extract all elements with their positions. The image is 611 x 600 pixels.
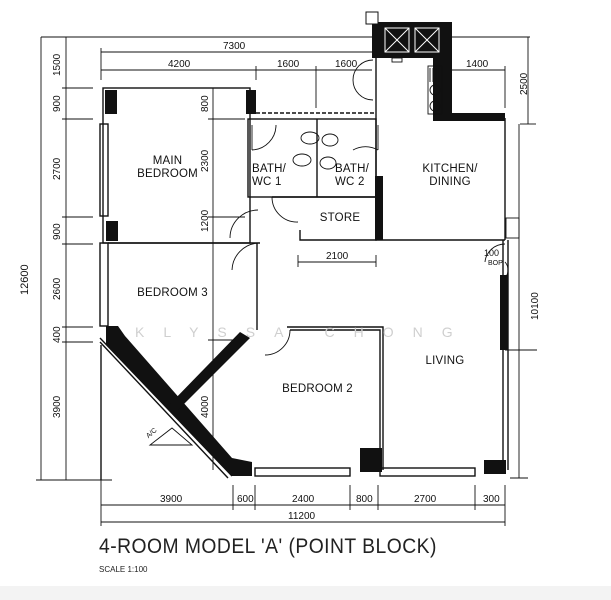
- dim-kitchen-right: 1400: [466, 59, 489, 70]
- plan-title: 4-ROOM MODEL 'A' (POINT BLOCK): [99, 535, 437, 558]
- room-store: STORE: [319, 212, 361, 224]
- dim-bomb-shelter-door: 100: [484, 248, 500, 258]
- bomb-shelter-label: BOP: [488, 260, 503, 267]
- room-bath-wc-2-line1: BATH/: [335, 163, 370, 175]
- dim-top-seg-2: 1600: [277, 59, 300, 70]
- dim-interior-800: 800: [200, 95, 211, 112]
- room-living: LIVING: [425, 355, 465, 367]
- dim-bottom-seg-6: 300: [483, 494, 500, 505]
- dim-bottom-seg-3: 2400: [292, 494, 315, 505]
- room-main-bedroom-line2: BEDROOM: [137, 168, 198, 180]
- dim-left-seg-7: 3900: [52, 395, 63, 418]
- bottom-strip: [0, 586, 611, 600]
- room-bath-wc-1-line1: BATH/: [252, 163, 287, 175]
- dim-left-seg-4: 900: [52, 223, 63, 240]
- plan-scale: SCALE 1:100: [99, 565, 148, 574]
- dim-top-segments-line: [101, 66, 372, 108]
- room-bath-wc-1-line2: WC 1: [252, 176, 282, 188]
- watermark: KLYSSA CHONG: [135, 324, 472, 340]
- room-main-bedroom-line1: MAIN: [152, 155, 183, 167]
- dim-top-seg-3: 1600: [335, 59, 358, 70]
- room-bath-wc-2-line2: WC 2: [335, 176, 365, 188]
- room-bath-wc-2: BATH/ WC 2: [335, 163, 375, 189]
- dim-top-overall: 7300: [223, 41, 246, 52]
- room-kitchen-line1: KITCHEN/: [422, 163, 478, 175]
- dim-left-seg-5: 2600: [52, 277, 63, 300]
- dim-left-seg-6: 400: [52, 326, 63, 343]
- room-bath-wc-1: BATH/ WC 1: [252, 163, 292, 189]
- dim-top-seg-1: 4200: [168, 59, 191, 70]
- dim-bottom-overall: 11200: [288, 511, 316, 522]
- dim-left-seg-1: 1500: [52, 53, 63, 76]
- dim-store-width: 2100: [326, 251, 349, 262]
- dim-interior-4000: 4000: [200, 395, 211, 418]
- dim-right-overall: 10100: [530, 292, 541, 320]
- dim-interior-2300: 2300: [200, 149, 211, 172]
- room-main-bedroom: MAIN BEDROOM: [120, 155, 215, 181]
- room-bedroom-3: BEDROOM 3: [137, 287, 208, 299]
- room-bedroom-2: BEDROOM 2: [282, 383, 353, 395]
- dim-bottom-seg-1: 3900: [160, 494, 183, 505]
- dim-bottom-seg-4: 800: [356, 494, 373, 505]
- room-kitchen-line2: DINING: [429, 176, 471, 188]
- dim-bottom-seg-5: 2700: [414, 494, 437, 505]
- room-kitchen-dining: KITCHEN/ DINING: [410, 163, 490, 189]
- dim-top-overall-line: [100, 48, 372, 80]
- dim-right-top-vertical: 2500: [519, 72, 530, 95]
- dim-interior-1200: 1200: [200, 209, 211, 232]
- dim-left-seg-2: 900: [52, 95, 63, 112]
- dim-bottom-seg-2: 600: [237, 494, 254, 505]
- dim-left-overall: 12600: [19, 264, 31, 295]
- dim-left-seg-3: 2700: [52, 157, 63, 180]
